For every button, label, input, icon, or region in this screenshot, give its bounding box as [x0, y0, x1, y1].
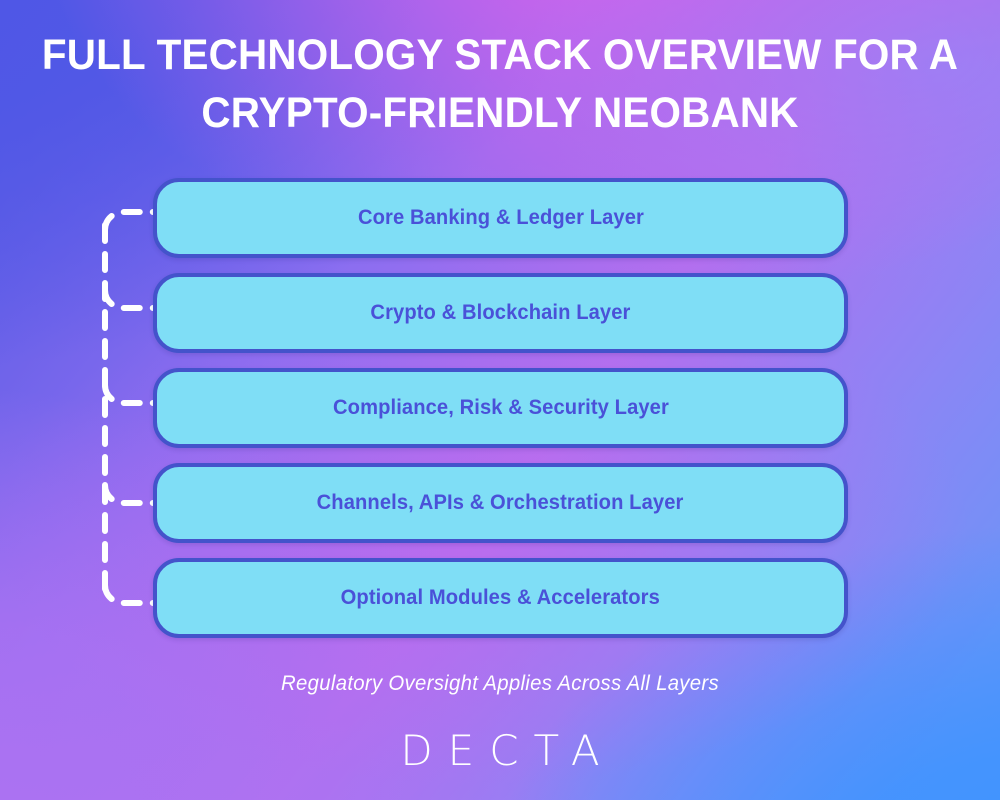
layer-label-optional-modules: Optional Modules & Accelerators	[340, 586, 661, 609]
layer-label-core-banking: Core Banking & Ledger Layer	[357, 206, 644, 229]
regulatory-oversight-caption: Regulatory Oversight Applies Across All …	[281, 672, 719, 695]
layer-box-compliance-risk-security[interactable]: Compliance, Risk & Security Layer	[153, 368, 848, 448]
layer-box-crypto-blockchain[interactable]: Crypto & Blockchain Layer	[153, 273, 848, 353]
layer-box-optional-modules[interactable]: Optional Modules & Accelerators	[153, 558, 848, 638]
layer-box-core-banking[interactable]: Core Banking & Ledger Layer	[153, 178, 848, 258]
layer-label-channels-apis-orchestration: Channels, APIs & Orchestration Layer	[317, 491, 684, 514]
layer-box-channels-apis-orchestration[interactable]: Channels, APIs & Orchestration Layer	[153, 463, 848, 543]
brand-logo: DECTA	[0, 728, 1000, 774]
layer-stack: Core Banking & Ledger Layer Crypto & Blo…	[153, 178, 848, 638]
layer-label-crypto-blockchain: Crypto & Blockchain Layer	[370, 301, 631, 324]
brand-logo-text: DECTA	[400, 726, 615, 775]
layer-label-compliance-risk-security: Compliance, Risk & Security Layer	[332, 396, 669, 419]
page-title: FULL TECHNOLOGY STACK OVERVIEW FOR A CRY…	[41, 31, 959, 137]
